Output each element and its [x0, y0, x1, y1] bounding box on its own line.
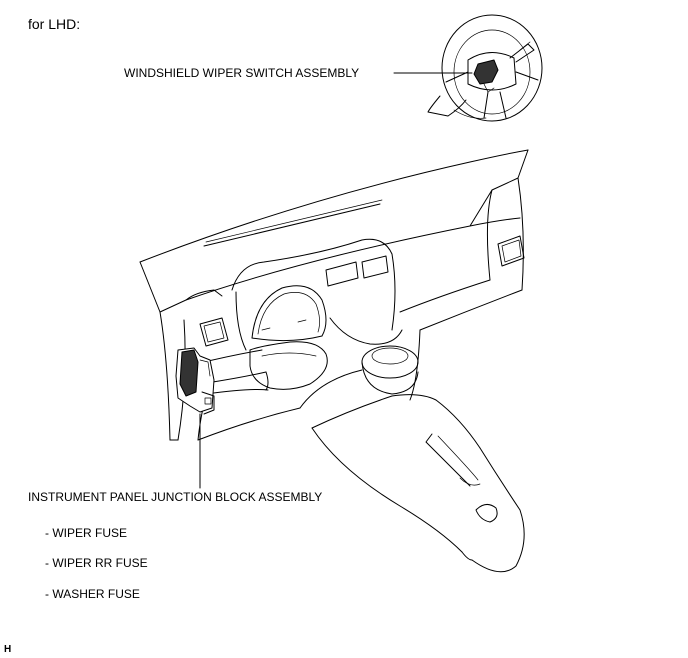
junction-block-label: INSTRUMENT PANEL JUNCTION BLOCK ASSEMBLY [28, 490, 323, 504]
steering-wheel-inset [427, 14, 543, 122]
instrument-panel [139, 149, 529, 573]
diagram-heading: for LHD: [28, 16, 81, 32]
junction-block-assembly [175, 347, 215, 415]
fuse-item-wiper-rr: - WIPER RR FUSE [45, 556, 148, 570]
fuse-item-washer: - WASHER FUSE [45, 587, 140, 601]
fuse-item-wiper: - WIPER FUSE [45, 526, 128, 540]
wiper-switch-label: WINDSHIELD WIPER SWITCH ASSEMBLY [124, 66, 360, 80]
figure-code: H [4, 644, 12, 655]
